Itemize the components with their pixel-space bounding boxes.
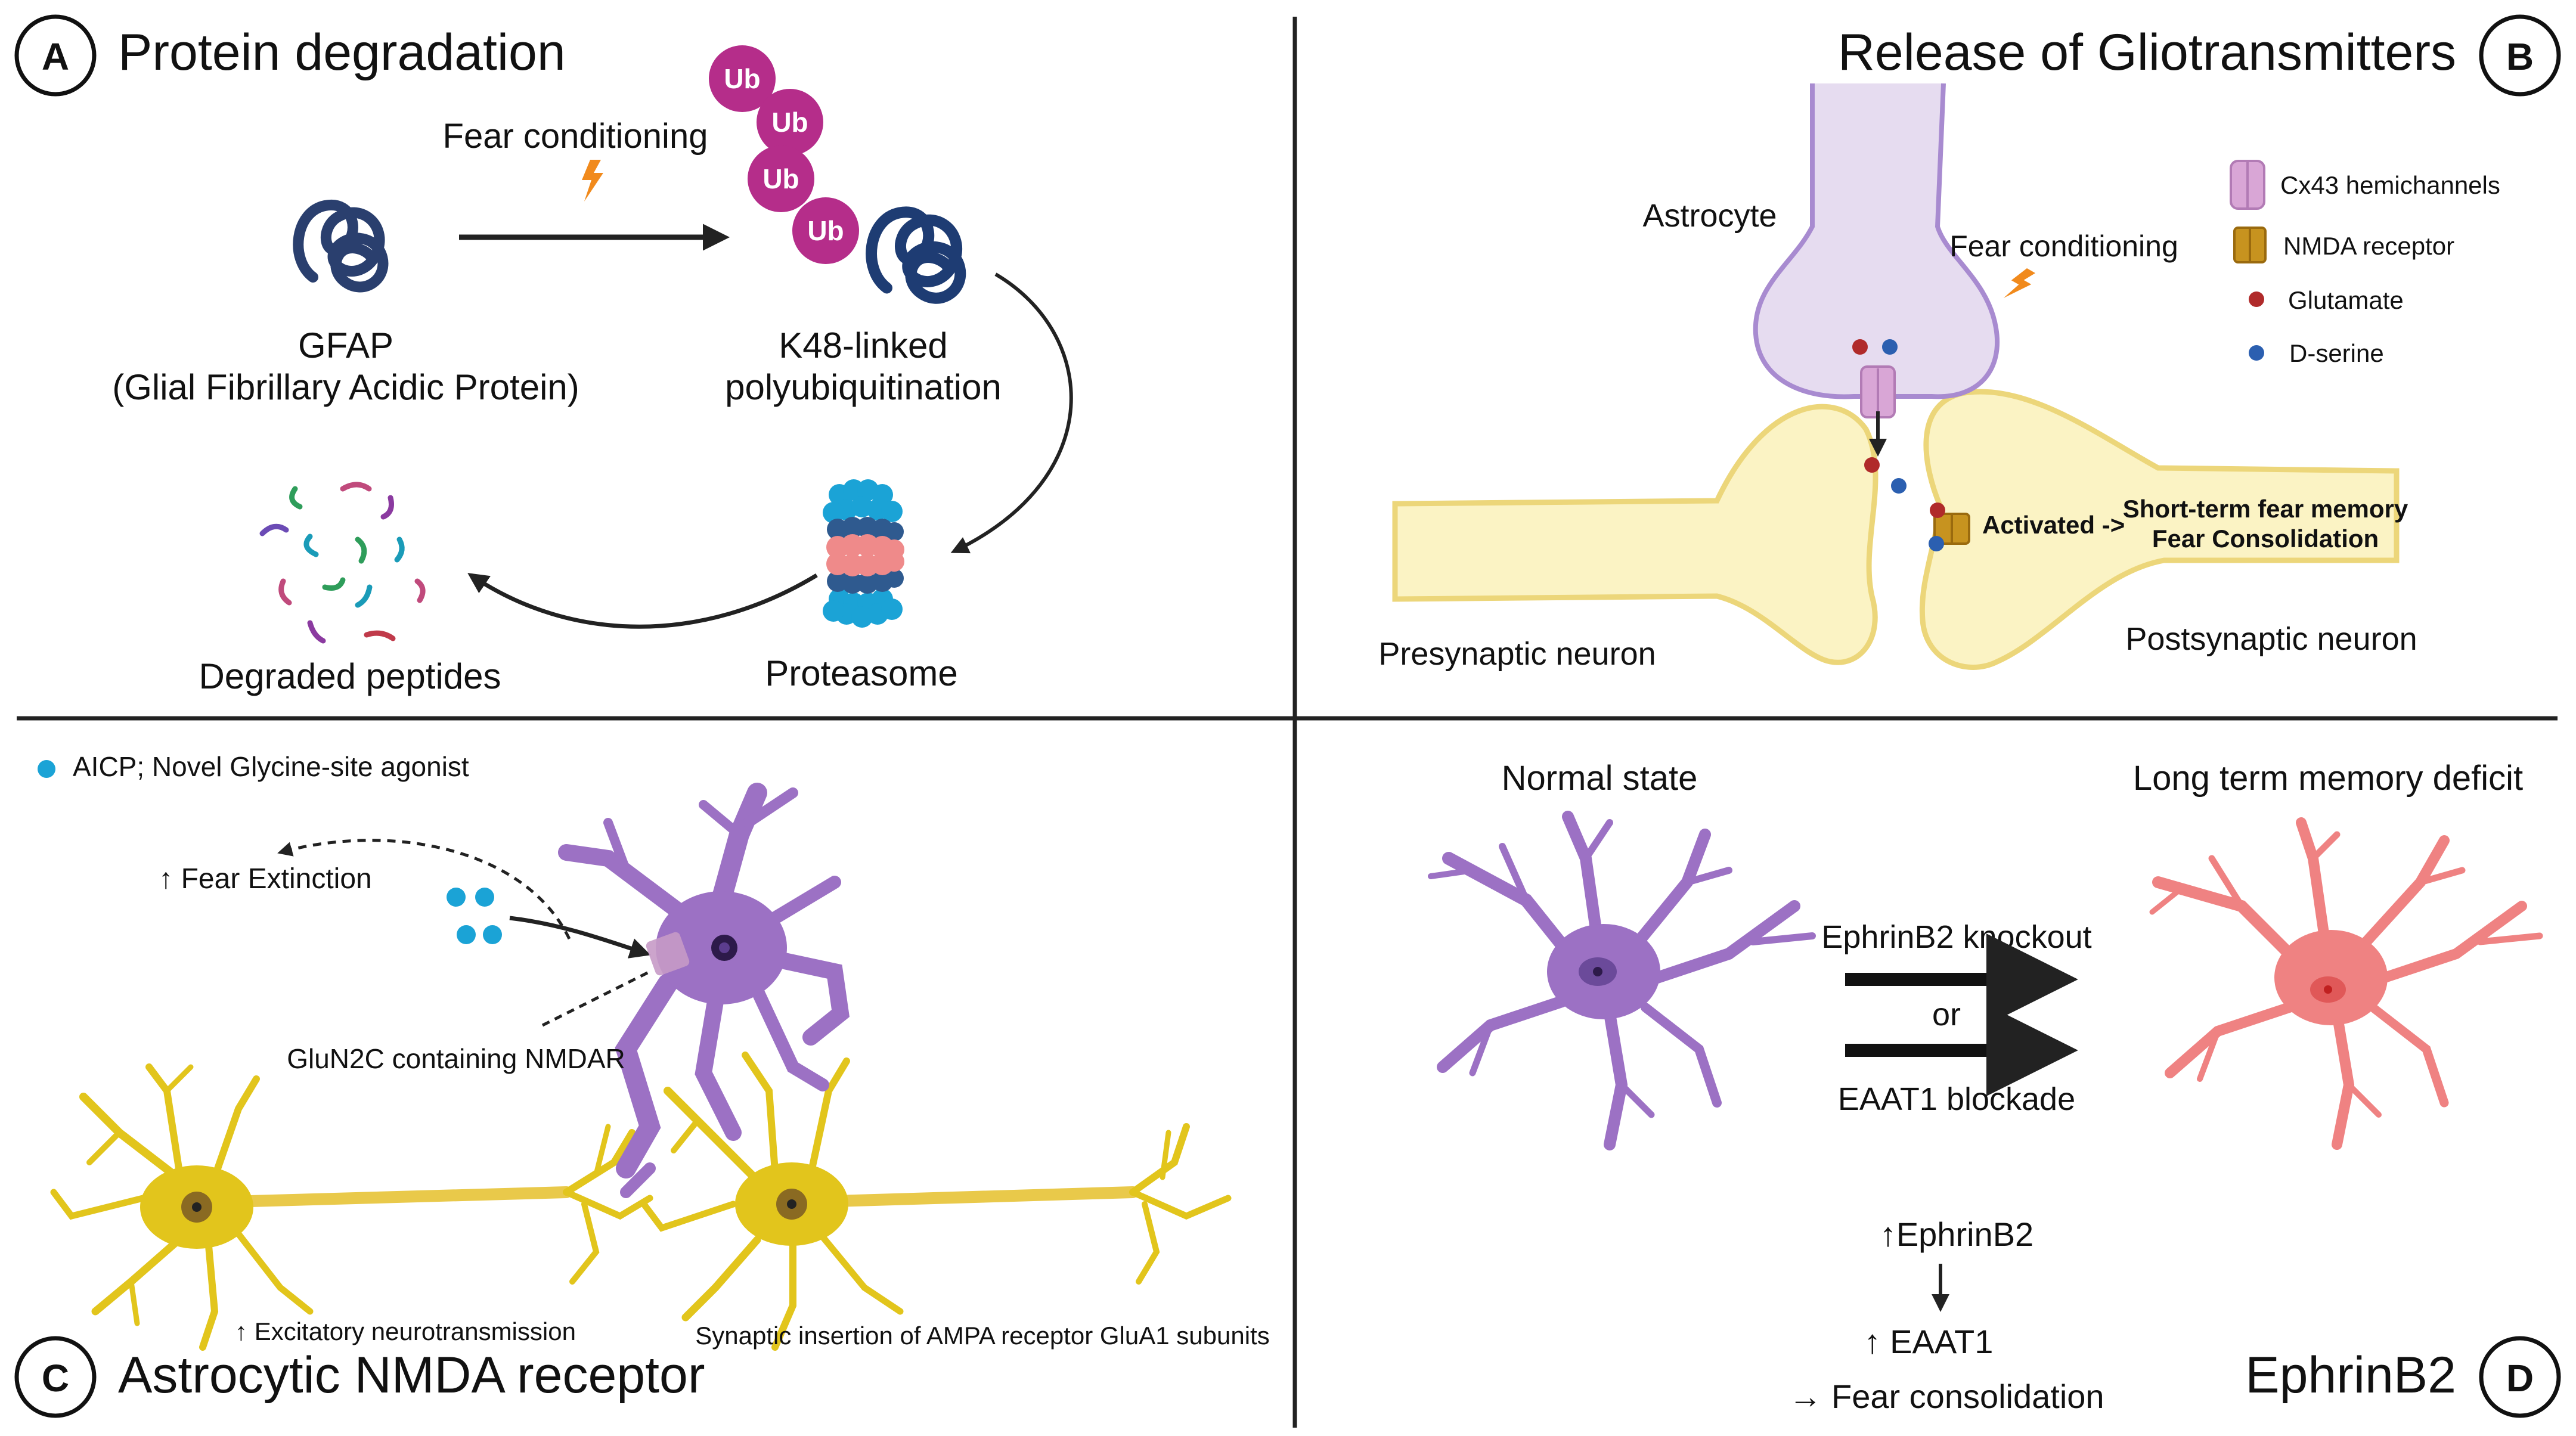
ub-tag-3: Ub [762, 163, 799, 194]
ub-tag-2: Ub [771, 107, 808, 138]
aicp-legend-label: AICP; Novel Glycine-site agonist [73, 751, 469, 782]
chain-ephrinb2: ↑EphrinB2 [1880, 1215, 2033, 1253]
legend-nmda: NMDA receptor [2283, 232, 2454, 260]
svg-text:D: D [2506, 1357, 2534, 1400]
or-label: or [1932, 997, 1961, 1032]
k48-label-line1: K48-linked [779, 325, 948, 365]
glutamate-dot [1864, 457, 1880, 473]
panel-d: D EphrinB2 Normal state Long term memory… [1428, 759, 2561, 1418]
aicp-molecules [447, 888, 502, 944]
glun2c-label: GluN2C containing NMDAR [287, 1043, 625, 1074]
legend: Cx43 hemichannels NMDA receptor Glutamat… [2230, 160, 2500, 367]
aicp-legend-dot [38, 760, 55, 778]
proteasome-label: Proteasome [765, 653, 958, 693]
legend-nmda-icon [2233, 227, 2267, 263]
svg-text:B: B [2506, 35, 2534, 78]
ubiquitinated-gfap-icon [872, 212, 960, 298]
purple-astrocyte [558, 783, 850, 1198]
yellow-neuron-left [50, 1063, 653, 1351]
normal-astrocyte-nucleolus [1593, 967, 1602, 976]
activated-label: Activated -> [1982, 511, 2125, 539]
cx43-hemichannel-icon [1860, 365, 1896, 418]
panel-c-badge: C [14, 1336, 97, 1418]
normal-astrocyte [1428, 811, 1816, 1150]
postsynaptic-label: Postsynaptic neuron [2125, 621, 2417, 657]
glutamate-dot [1930, 503, 1945, 518]
degraded-peptides-icon [259, 482, 426, 644]
normal-state-label: Normal state [1502, 759, 1698, 798]
panel-b-title: Release of Gliotransmitters [1838, 24, 2456, 81]
yellow-nucleolus-left [192, 1202, 202, 1212]
agonist-binding-arrow [509, 916, 651, 959]
outcome-line2: Fear Consolidation [2152, 525, 2379, 553]
presynaptic-neuron-shape [1392, 404, 1878, 665]
legend-cx43: Cx43 hemichannels [2280, 171, 2500, 199]
postsynaptic-neuron-shape [1919, 389, 2400, 670]
dserine-dot [1891, 478, 1907, 494]
yellow-neuron-right [640, 1052, 1232, 1351]
lightning-icon-b [2001, 264, 2038, 307]
legend-glutamate: Glutamate [2288, 286, 2404, 314]
presynaptic-label: Presynaptic neuron [1378, 636, 1656, 672]
chain-consolidation: → Fear consolidation [1788, 1378, 2104, 1415]
fear-conditioning-label-a: Fear conditioning [443, 117, 708, 156]
deficit-astrocyte-nucleolus [2324, 985, 2332, 994]
gfap-full-name: (Glial Fibrillary Acidic Protein) [112, 367, 579, 407]
k48-label-line2: polyubiquitination [725, 367, 1002, 407]
panel-c: C Astrocytic NMDA receptor AICP; Novel G… [14, 751, 1270, 1418]
deficit-label: Long term memory deficit [2133, 759, 2523, 798]
degraded-peptides-label: Degraded peptides [199, 656, 501, 696]
glun2c-receptor-icon [646, 932, 690, 976]
panel-d-title: EphrinB2 [2245, 1347, 2456, 1404]
panel-a: A Protein degradation GFAP (Glial Fibril… [14, 14, 1073, 696]
outcome-line1: Short-term fear memory [2123, 495, 2408, 523]
panel-b-badge: B [2479, 14, 2561, 97]
legend-dserine-dot [2249, 345, 2264, 361]
glutamate-dot [1852, 339, 1868, 355]
svg-text:C: C [42, 1357, 69, 1400]
svg-text:A: A [42, 35, 69, 78]
polyubiquitin-chain: Ub Ub Ub Ub [709, 45, 859, 264]
chain-eaat1: ↑ EAAT1 [1864, 1323, 1994, 1360]
ampa-label: Synaptic insertion of AMPA receptor GluA… [695, 1322, 1269, 1350]
nmda-receptor-icon [1933, 513, 1970, 545]
to-proteasome-arrow [950, 272, 1073, 554]
knockout-label: EphrinB2 knockout [1821, 919, 2091, 955]
lightning-icon [582, 160, 603, 201]
gfap-label: GFAP [298, 325, 393, 365]
glun2c-pointer [541, 970, 651, 1027]
panel-a-title: Protein degradation [118, 24, 566, 81]
fear-extinction-label: ↑ Fear Extinction [159, 863, 371, 895]
panel-d-badge: D [2479, 1336, 2561, 1418]
deficit-astrocyte [2149, 817, 2543, 1150]
extinction-arrow [277, 839, 571, 940]
panel-a-badge: A [14, 14, 97, 97]
astrocyte-endfoot-shape [1753, 83, 2000, 399]
dserine-dot [1929, 536, 1944, 551]
astrocyte-label: Astrocyte [1642, 198, 1777, 234]
panel-dividers [17, 17, 2558, 1428]
legend-cx43-icon [2230, 160, 2265, 210]
dserine-dot [1882, 339, 1898, 355]
to-peptides-arrow [467, 573, 818, 629]
ub-tag-4: Ub [807, 215, 844, 246]
yellow-nucleolus-right [787, 1199, 796, 1209]
gfap-protein-icon [298, 205, 383, 287]
fear-conditioning-label-b: Fear conditioning [1949, 229, 2178, 263]
excitatory-label: ↑ Excitatory neurotransmission [235, 1317, 576, 1345]
panel-c-title: Astrocytic NMDA receptor [118, 1347, 705, 1404]
purple-astrocyte-nucleolus [719, 942, 730, 953]
legend-dserine: D-serine [2289, 339, 2384, 367]
legend-glutamate-dot [2249, 291, 2264, 307]
blockade-label: EAAT1 blockade [1838, 1081, 2075, 1117]
ub-tag-1: Ub [724, 63, 760, 94]
panel-b: B Release of Gliotransmitters Astrocyte … [1378, 14, 2561, 672]
proteasome-icon [823, 479, 904, 628]
